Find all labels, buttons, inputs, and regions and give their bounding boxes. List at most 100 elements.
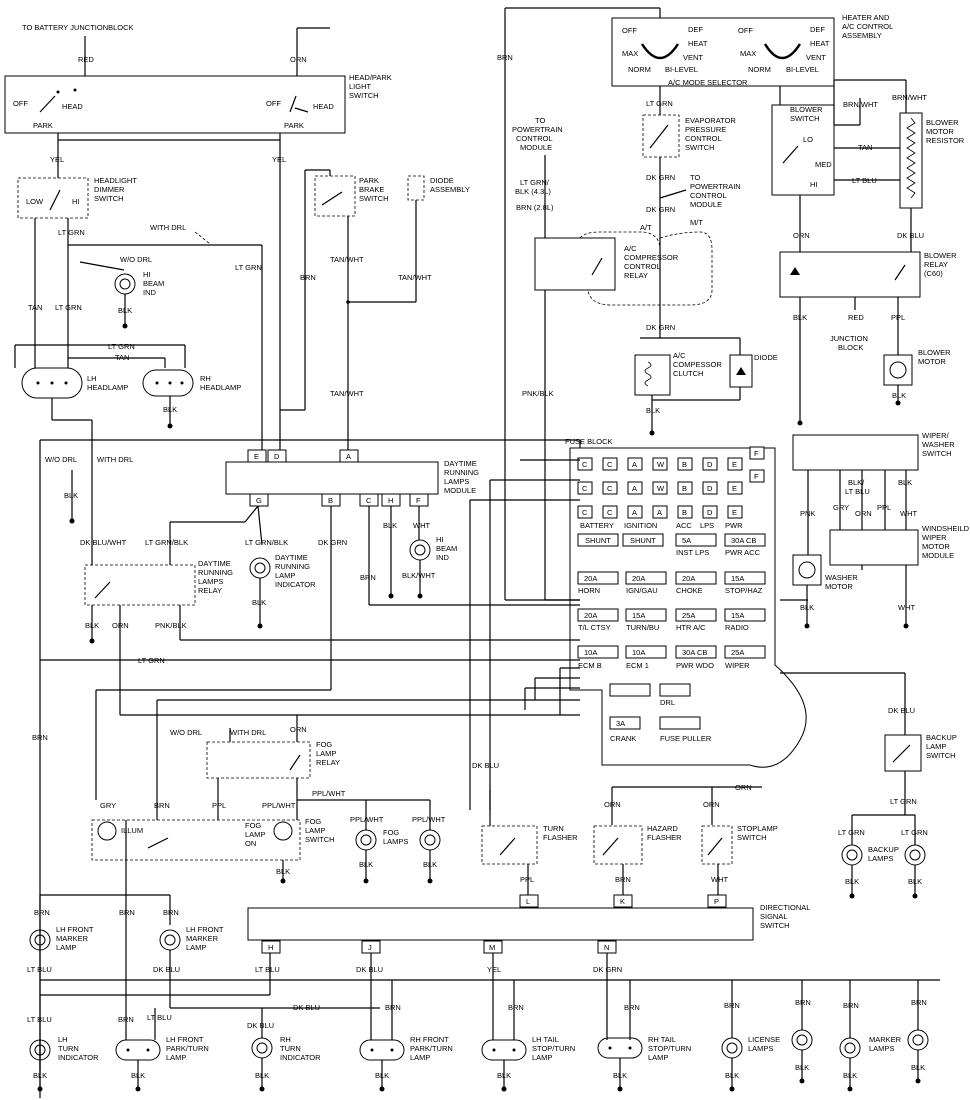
pcm1-t2: POWERTRAIN xyxy=(512,125,563,134)
wire-lt-grn-bus: LT GRN xyxy=(138,656,165,665)
drl-module-t4: MODULE xyxy=(444,486,476,495)
wire-blk-washer: BLK xyxy=(800,603,814,612)
fuse xyxy=(675,533,717,547)
hvac-bilevel2: BI-LEVEL xyxy=(786,65,819,74)
lh-tail-stop-turn-lamp: LH TAIL STOP/TURN LAMP BLK xyxy=(481,1035,575,1092)
fuse xyxy=(675,608,717,622)
fuse-cavity-letter: D xyxy=(707,508,713,517)
ac-relay-t3: CONTROL xyxy=(624,262,661,271)
fog-lamp-relay: FOG LAMP RELAY xyxy=(206,740,340,779)
wire-brn-lpt: BRN xyxy=(118,1015,134,1024)
wire-wo-drl-1: W/O DRL xyxy=(120,255,152,264)
fuse-circuit-label: DRL xyxy=(660,698,675,707)
drl-pin-a: A xyxy=(346,452,351,461)
hvac-max2: MAX xyxy=(740,49,756,58)
wire-with-drl-1: WITH DRL xyxy=(150,223,186,232)
wire-blk-lti: BLK xyxy=(33,1071,47,1080)
pcm2-t1: TO xyxy=(690,173,700,182)
fuse-cavity xyxy=(702,457,718,471)
wire-brn-c: BRN xyxy=(360,573,376,582)
park-brake-t1: PARK xyxy=(359,176,379,185)
fuse-cavity-letter: C xyxy=(607,484,613,493)
hazard-flasher: HAZARD FLASHER xyxy=(593,824,682,865)
drl-relay-t3: LAMPS xyxy=(198,577,223,586)
wire-dk-blu-flasher: DK BLU xyxy=(472,761,499,770)
dir-pin-l: L xyxy=(526,897,530,906)
rh-park-turn-t2: PARK/TURN xyxy=(410,1044,453,1053)
wire-wo-drl-fog: W/O DRL xyxy=(170,728,202,737)
lh-front-marker-lamp-2: LH FRONT MARKER LAMP xyxy=(159,925,224,952)
wire-brn-mk3: BRN xyxy=(911,998,927,1007)
fuse-circuit-label: INST LPS xyxy=(676,548,709,557)
wire-brn-1: BRN xyxy=(300,273,316,282)
wire-blk-relay: BLK xyxy=(793,313,807,322)
lh-marker2-t1: LH FRONT xyxy=(186,925,224,934)
pcm2-t4: MODULE xyxy=(690,200,722,209)
dir-pin-p: P xyxy=(714,897,719,906)
battery-junction-label: TO BATTERY JUNCTIONBLOCK xyxy=(22,23,134,32)
wire-dk-grn-evap2: DK GRN xyxy=(646,205,675,214)
wiper-sw-t1: WIPER/ xyxy=(922,431,950,440)
fog-relay-t3: RELAY xyxy=(316,758,340,767)
wire-blk-rhheadlamp: BLK xyxy=(163,405,177,414)
wire-orn-wiper: ORN xyxy=(855,509,872,518)
wire-dk-grn-n: DK GRN xyxy=(593,965,622,974)
wiper-sw-t3: SWITCH xyxy=(922,449,952,458)
fuse-block-title: FUSE BLOCK xyxy=(565,437,613,446)
dimmer-hi: HI xyxy=(72,197,80,206)
fb-f2: F xyxy=(754,472,759,481)
wire-blk-43: BLK (4.3L) xyxy=(515,187,551,196)
wire-brn-dir: BRN xyxy=(615,875,631,884)
fuse-cavity-letter: D xyxy=(707,484,713,493)
fuse-cavity xyxy=(602,505,618,519)
rh-park-turn-t3: LAMP xyxy=(410,1053,430,1062)
fuse-circuit-label: CHOKE xyxy=(676,586,703,595)
hi-beam2-t2: BEAM xyxy=(436,544,457,553)
fuse-cavity-letter: B xyxy=(682,484,687,493)
wire-ppl-wht-fog: PPL/WHT xyxy=(262,801,296,810)
blower-lo: LO xyxy=(803,135,813,144)
fuse-cavity-letter: C xyxy=(607,508,613,517)
fog-lamp: LAMP xyxy=(245,830,265,839)
headpark-title1: HEAD/PARK xyxy=(349,73,392,82)
wire-brn-lt: BRN xyxy=(508,1003,524,1012)
wire-blk-rti: BLK xyxy=(255,1071,269,1080)
wire-blk-wht: BLK/WHT xyxy=(402,571,436,580)
fuse-cavity-letter: D xyxy=(707,460,713,469)
stoplamp-switch: STOPLAMP SWITCH xyxy=(701,824,778,865)
fuse-rating: 20A xyxy=(632,574,645,583)
ac-relay-t2: COMPRESSOR xyxy=(624,253,679,262)
wire-brn-hvac: BRN xyxy=(497,53,513,62)
fuse-circuit-label: STOP/HAZ xyxy=(725,586,763,595)
head-park-switch-box xyxy=(4,75,346,134)
wire-blk-drlind: BLK xyxy=(252,598,266,607)
wire-pnk-blk-ac: PNK/BLK xyxy=(522,389,554,398)
rh-tail-stop-turn-lamp: RH TAIL STOP/TURN LAMP BLK xyxy=(597,1035,691,1092)
backup-sw-t1: BACKUP xyxy=(926,733,957,742)
fog-relay-t1: FOG xyxy=(316,740,332,749)
dir-pin-k: K xyxy=(620,897,625,906)
blower-relay-t1: BLOWER xyxy=(924,251,957,260)
lh-marker2-t2: MARKER xyxy=(186,934,219,943)
fuse xyxy=(625,571,667,585)
dimmer-title3: SWITCH xyxy=(94,194,124,203)
wire-blk-lt-blu1: BLK/ xyxy=(848,478,865,487)
washer-t1: WASHER xyxy=(825,573,858,582)
headpark2-park: PARK xyxy=(284,121,304,130)
fuse xyxy=(577,608,619,622)
lh-marker2-t3: LAMP xyxy=(186,943,206,952)
wire-lt-blu-lpt: LT BLU xyxy=(147,1013,172,1022)
rh-tail-t1: RH TAIL xyxy=(648,1035,676,1044)
headpark-park: PARK xyxy=(33,121,53,130)
wire-lt-grn-43: LT GRN/ xyxy=(520,178,550,187)
hvac-norm2: NORM xyxy=(748,65,771,74)
blower-res-t2: MOTOR xyxy=(926,127,954,136)
lh-tail-t1: LH TAIL xyxy=(532,1035,559,1044)
fuse-cavity-letter: C xyxy=(582,484,588,493)
washer-motor: WASHER MOTOR BLK xyxy=(792,554,858,629)
fuse xyxy=(625,608,667,622)
blower-switch: BLOWER SWITCH LO MED HI xyxy=(771,104,835,196)
wiper-motor-t2: WIPER xyxy=(922,533,947,542)
fuse-circuit-label: HTR A/C xyxy=(676,623,706,632)
